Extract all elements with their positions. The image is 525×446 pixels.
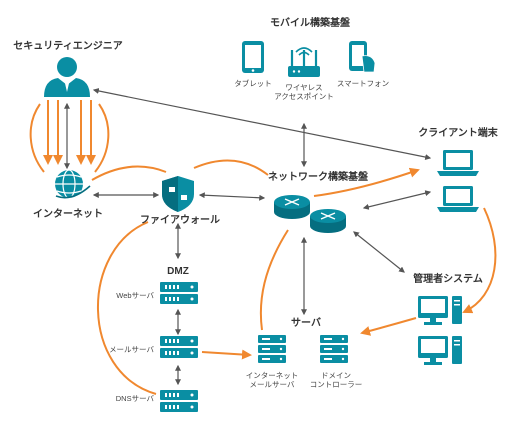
dns-server-label: DNSサーバ [115, 394, 154, 403]
router-icon [310, 209, 346, 233]
client-to-admin-arrow [462, 207, 497, 314]
tablet-label: タブレット [234, 79, 272, 88]
firewall-network-arc [193, 159, 269, 176]
desktop-computer-icon [418, 296, 462, 325]
network-server-arc [259, 229, 289, 331]
globe-icon [55, 169, 91, 199]
engineer-icon [44, 57, 90, 97]
internet-mail-server-label: インターネット メールサーバ [245, 371, 299, 389]
network-platform-label: ネットワーク構築基盤 [268, 172, 368, 183]
engineer-right-arc [94, 103, 110, 173]
mail-server-label: メールサーバ [109, 345, 154, 354]
laptop-icon [437, 150, 479, 176]
engineer-left-arc [29, 103, 45, 173]
domain-controller-label: ドメイン コントローラー [309, 371, 363, 389]
server-rack-icon [160, 336, 198, 358]
server-icon [258, 335, 286, 363]
firewall-network-link [198, 192, 266, 201]
tablet-icon [242, 41, 264, 73]
desktop-computer-icon [418, 336, 462, 365]
firewall-label: ファイアウォール [140, 215, 220, 226]
smartphone-icon [349, 41, 376, 73]
security-engineer-label: セキュリティエンジニア [13, 41, 123, 52]
server-rack-icon [160, 390, 198, 412]
admin-system-label: 管理者システム [413, 274, 483, 285]
network-admin-link [353, 231, 405, 273]
web-server-label: Webサーバ [116, 291, 154, 300]
wireless-ap-label: ワイヤレス アクセスポイント [274, 83, 334, 101]
internet-firewall-arc [91, 165, 167, 181]
router-icon [274, 195, 310, 219]
wireless-access-point-icon [288, 47, 320, 77]
engineer-client-link [92, 88, 432, 160]
smartphone-label: スマートフォン [336, 79, 390, 88]
mobile-platform-label: モバイル構築基盤 [270, 18, 350, 29]
laptop-icon [437, 186, 479, 212]
dmz-label: DMZ [167, 266, 189, 277]
network-client-link [362, 190, 432, 210]
gray-link-lines [64, 88, 432, 386]
server-label: サーバ [291, 318, 321, 329]
server-icon [320, 335, 348, 363]
internet-label: インターネット [33, 209, 103, 220]
client-terminal-label: クライアント端末 [418, 128, 498, 139]
network-to-client-arrow [313, 167, 420, 197]
server-rack-icon [160, 282, 198, 304]
admin-to-server-arrow [360, 317, 417, 336]
mail-to-internet-mail-arrow [201, 349, 252, 360]
firewall-shield-icon [162, 176, 194, 212]
firewall-dmz-arc [97, 221, 157, 395]
